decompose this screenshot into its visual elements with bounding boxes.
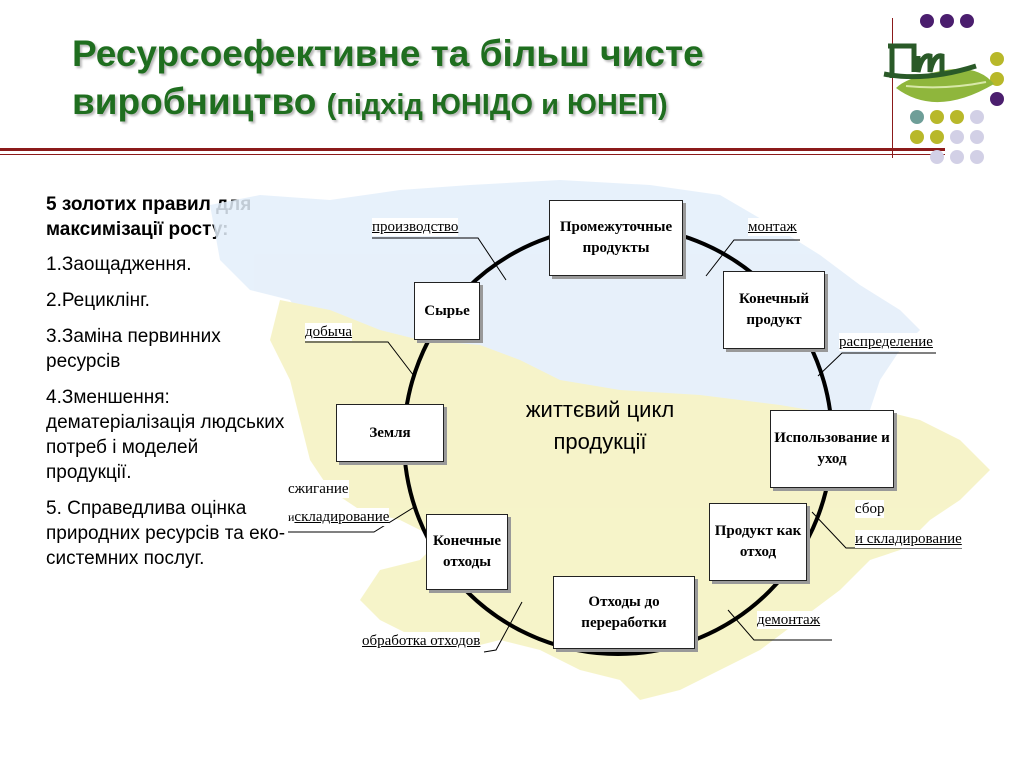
box-intermediate-products: Промежуточные продукты [549, 200, 683, 276]
box-land: Земля [336, 404, 444, 462]
connector-burning [288, 505, 417, 533]
dot [970, 130, 984, 144]
label-dismantling: демонтаж [757, 611, 821, 629]
label-mining: добыча [305, 323, 353, 341]
header-rule-thick [0, 148, 945, 151]
dot [960, 14, 974, 28]
dot [990, 92, 1004, 106]
box-raw-materials: Сырье [414, 282, 480, 340]
connector-dismantling [727, 609, 832, 641]
box-use-and-care: Использование и уход [770, 410, 894, 488]
label-collection-text-2: и складирование [855, 531, 962, 547]
label-distribution-text: распределение [839, 334, 933, 350]
rule-item: 3.Заміна первинних ресурсів [46, 326, 221, 372]
label-waste-processing-text: обработка отходов [362, 633, 481, 649]
rule-item: 2.Рециклінг. [46, 290, 150, 311]
label-mining-text: добыча [305, 324, 353, 340]
label-assembly: монтаж [748, 218, 797, 236]
dot [940, 14, 954, 28]
label-assembly-text: монтаж [748, 219, 797, 235]
connector-mining [305, 341, 415, 377]
label-collection-line1: сбор [855, 500, 885, 518]
header-rule-thin [0, 154, 945, 155]
dot [990, 72, 1004, 86]
label-collection-line2: и складирование [855, 530, 962, 548]
dot [930, 150, 944, 164]
dot [990, 52, 1004, 66]
connector-waste-processing [483, 601, 523, 653]
box-final-product: Конечный продукт [723, 271, 825, 349]
box-waste-before-processing: Отходы до переработки [553, 576, 695, 649]
header-vertical-rule [892, 18, 893, 158]
dot [950, 130, 964, 144]
slide-title: Ресурсоефективне та більш чисте виробниц… [72, 30, 872, 129]
logo-letters [888, 43, 945, 78]
rules-heading: 5 золотих правил для максимізації росту: [46, 194, 252, 240]
label-burning-text-2b: складирование [294, 509, 390, 525]
dot [910, 130, 924, 144]
label-burning-line2: искладирование [288, 508, 390, 526]
dot [970, 150, 984, 164]
label-connectors [288, 237, 962, 653]
label-burning-text-2a: и [288, 510, 295, 524]
label-production-text: производство [372, 219, 459, 235]
rule-item: 4.Зменшення: дематеріалізація людських п… [46, 387, 285, 483]
golden-rules-list: 5 золотих правил для максимізації росту:… [46, 192, 286, 582]
decorative-dot-grid [910, 14, 1004, 164]
label-distribution: распределение [839, 333, 933, 351]
leaf-vein [905, 81, 987, 89]
leaf-logo [883, 43, 994, 103]
label-dismantling-text: демонтаж [757, 612, 821, 628]
dot [930, 130, 944, 144]
lifecycle-center-text: життєвий цикл продукції [525, 397, 675, 454]
dot [910, 110, 924, 124]
rule-item: 5. Справедлива оцінка природних ресурсів… [46, 498, 286, 569]
label-burning-line1: сжигание [288, 480, 349, 498]
label-production: производство [372, 218, 459, 236]
label-collection-text-1: сбор [855, 501, 885, 517]
dot [970, 110, 984, 124]
dot [950, 110, 964, 124]
connector-assembly [705, 239, 800, 277]
title-line-1: Ресурсоефективне та більш чисте [72, 33, 704, 74]
title-line-2: виробництво [72, 81, 317, 122]
box-product-as-waste: Продукт как отход [709, 503, 807, 581]
box-final-waste: Конечные отходы [426, 514, 508, 590]
title-subtitle: (підхід ЮНІДО и ЮНЕП) [326, 89, 668, 121]
dot [920, 14, 934, 28]
label-waste-processing: обработка отходов [362, 632, 481, 650]
connector-collection [811, 511, 962, 549]
dot [930, 110, 944, 124]
connector-distribution [817, 352, 936, 377]
dot [950, 150, 964, 164]
rule-item: 1.Заощадження. [46, 254, 192, 275]
connector-production [372, 237, 507, 281]
label-burning-text-1: сжигание [288, 481, 349, 497]
